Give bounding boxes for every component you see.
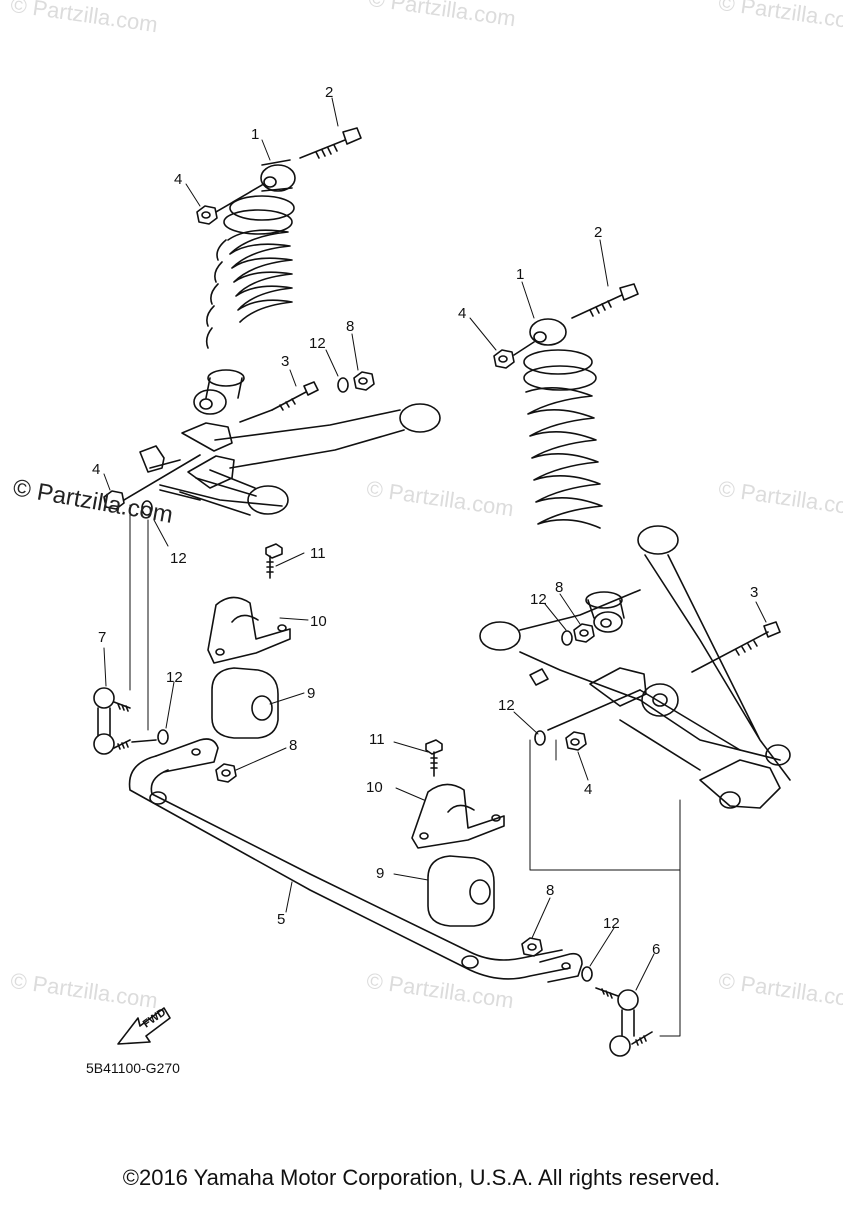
- right-a-arm: [479, 525, 791, 809]
- callout-label: 8: [546, 882, 555, 899]
- drawing-code: 5B41100-G270: [86, 1060, 180, 1076]
- callout-label: 8: [555, 579, 564, 596]
- callout-label: 11: [310, 545, 326, 562]
- callout-label: 4: [92, 461, 101, 478]
- callout-label: 7: [98, 629, 107, 646]
- callout-label: 10: [310, 613, 327, 630]
- callout-label: 12: [530, 591, 547, 608]
- bar-nut-8-right: [521, 937, 543, 957]
- left-bolt-3: [239, 381, 319, 423]
- callout-label: 12: [603, 915, 620, 932]
- assembly-guide-lines: [129, 504, 681, 1037]
- callout-label: 6: [652, 941, 661, 958]
- right-shock-absorber: [523, 318, 625, 633]
- left-washer-12-nut-8: [337, 371, 375, 393]
- callout-label: 10: [366, 779, 383, 796]
- left-lower-nut-4-washer-12: [103, 454, 201, 516]
- left-stabilizer-link: [93, 687, 169, 755]
- callout-label: 11: [369, 731, 385, 748]
- right-washer-12-nut-8: [561, 623, 595, 646]
- callout-label: 12: [498, 697, 515, 714]
- callout-label: 12: [309, 335, 326, 352]
- callout-label: 4: [584, 781, 593, 798]
- copyright-notice: ©2016 Yamaha Motor Corporation, U.S.A. A…: [122, 1165, 721, 1190]
- callout-label: 9: [376, 865, 385, 882]
- callout-label: 5: [277, 911, 286, 928]
- right-stabilizer-link: [581, 966, 653, 1057]
- right-lower-washer-12-nut-4: [534, 689, 641, 751]
- callout-label: 3: [750, 584, 759, 601]
- left-a-arm: [139, 403, 441, 516]
- callout-label: 4: [174, 171, 183, 188]
- callout-label: 1: [516, 266, 525, 283]
- left-bolt-2: [299, 127, 362, 159]
- right-bolt-3: [691, 621, 781, 673]
- callout-label: 3: [281, 353, 290, 370]
- stabilizer-bar: [128, 738, 583, 983]
- upper-bracket-assembly: [207, 543, 291, 739]
- callout-label: 2: [594, 224, 603, 241]
- callout-label: 12: [170, 550, 187, 567]
- right-bolt-2: [571, 283, 639, 319]
- bar-nut-8-left: [215, 763, 237, 783]
- callout-label: 4: [458, 305, 467, 322]
- callout-label: 2: [325, 84, 334, 101]
- left-shock-absorber: [193, 159, 296, 415]
- lower-bracket-assembly: [411, 739, 505, 927]
- leader-lines: [103, 97, 767, 991]
- left-nut-4-top: [196, 184, 263, 225]
- callout-label: 8: [346, 318, 355, 335]
- callout-label: 9: [307, 685, 316, 702]
- callout-label: 1: [251, 126, 260, 143]
- right-nut-4-top: [493, 341, 535, 369]
- callout-label: 8: [289, 737, 298, 754]
- callout-label: 12: [166, 669, 183, 686]
- fwd-arrow-icon: [117, 1007, 171, 1045]
